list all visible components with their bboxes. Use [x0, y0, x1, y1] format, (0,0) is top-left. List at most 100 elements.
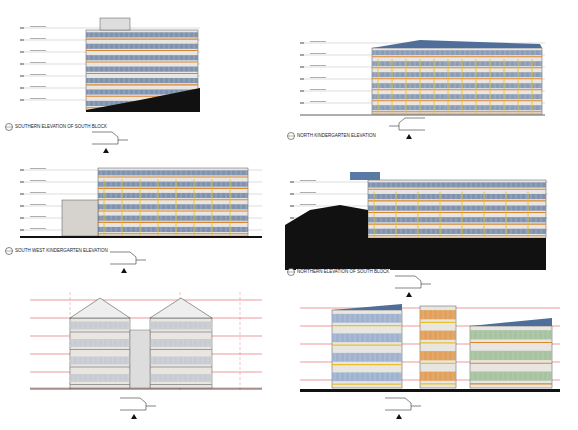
- window-band: [98, 227, 248, 232]
- mullion: [159, 55, 160, 60]
- mullion: [114, 67, 115, 72]
- window-band: [372, 105, 542, 110]
- mullion: [201, 170, 202, 175]
- mullion: [128, 339, 129, 347]
- mullion: [435, 61, 436, 66]
- mullion: [548, 371, 549, 380]
- mullion: [124, 44, 125, 49]
- mullion: [390, 314, 391, 323]
- mullion: [189, 67, 190, 72]
- mullion: [400, 94, 401, 99]
- mullion: [515, 94, 516, 99]
- mullion: [380, 50, 381, 55]
- mullion: [104, 101, 105, 106]
- mullion: [178, 357, 179, 365]
- mullion: [149, 89, 150, 94]
- mullion: [521, 217, 522, 222]
- mullion: [173, 339, 174, 347]
- mullion: [178, 374, 179, 382]
- level-note: [30, 86, 46, 87]
- mullion: [226, 227, 227, 232]
- mullion: [496, 182, 497, 187]
- mullion: [355, 372, 356, 381]
- mullion: [480, 105, 481, 110]
- mullion: [520, 105, 521, 110]
- mullion: [451, 194, 452, 199]
- level-note: [30, 38, 46, 39]
- mullion: [186, 216, 187, 221]
- mullion: [451, 182, 452, 187]
- window-band: [372, 72, 542, 77]
- column: [378, 59, 379, 114]
- mullion: [445, 72, 446, 77]
- mullion: [431, 217, 432, 222]
- mullion: [518, 371, 519, 380]
- mullion: [168, 322, 169, 330]
- mullion: [98, 374, 99, 382]
- mullion: [453, 331, 454, 340]
- mullion: [178, 322, 179, 330]
- mullion: [493, 351, 494, 360]
- mullion: [116, 227, 117, 232]
- mullion: [119, 55, 120, 60]
- mullion: [198, 339, 199, 347]
- mullion: [438, 372, 439, 381]
- mullion: [189, 44, 190, 49]
- mullion: [184, 67, 185, 72]
- mullion: [525, 94, 526, 99]
- mullion: [136, 170, 137, 175]
- mullion: [73, 374, 74, 382]
- mullion: [416, 206, 417, 211]
- mullion: [508, 351, 509, 360]
- mullion: [423, 351, 424, 360]
- mullion: [124, 32, 125, 37]
- mullion: [146, 204, 147, 209]
- mullion: [114, 32, 115, 37]
- mullion: [206, 193, 207, 198]
- mullion: [144, 78, 145, 83]
- mullion: [410, 50, 411, 55]
- mullion: [515, 105, 516, 110]
- mullion: [124, 89, 125, 94]
- mullion: [516, 194, 517, 199]
- level-note: [30, 180, 46, 181]
- level-note: [30, 228, 46, 229]
- mullion: [371, 217, 372, 222]
- mullion: [470, 61, 471, 66]
- view-title: NORTHERN ELEVATION OF SOUTH BLOCK: [296, 269, 390, 274]
- mullion: [498, 351, 499, 360]
- mullion: [428, 372, 429, 381]
- mullion: [465, 50, 466, 55]
- mullion: [128, 357, 129, 365]
- mullion: [520, 61, 521, 66]
- slab-band: [150, 366, 212, 367]
- mullion: [531, 229, 532, 234]
- mullion: [470, 94, 471, 99]
- mullion: [93, 374, 94, 382]
- mullion: [386, 206, 387, 211]
- level-note: [30, 74, 46, 75]
- mullion: [415, 83, 416, 88]
- mullion: [533, 330, 534, 339]
- column: [158, 179, 159, 236]
- slab-band: [86, 61, 198, 62]
- mullion: [98, 322, 99, 330]
- mullion: [483, 330, 484, 339]
- level-tick: [20, 170, 24, 171]
- mullion: [480, 61, 481, 66]
- mullion: [201, 193, 202, 198]
- mullion: [416, 194, 417, 199]
- mullion: [456, 206, 457, 211]
- mullion: [426, 182, 427, 187]
- mullion: [126, 216, 127, 221]
- mullion: [188, 357, 189, 365]
- mullion: [166, 216, 167, 221]
- level-tick: [20, 194, 24, 195]
- mullion: [153, 322, 154, 330]
- mullion: [530, 94, 531, 99]
- mullion: [360, 314, 361, 323]
- mullion: [485, 105, 486, 110]
- mullion: [440, 83, 441, 88]
- view-tag: [6, 124, 13, 131]
- mullion: [113, 374, 114, 382]
